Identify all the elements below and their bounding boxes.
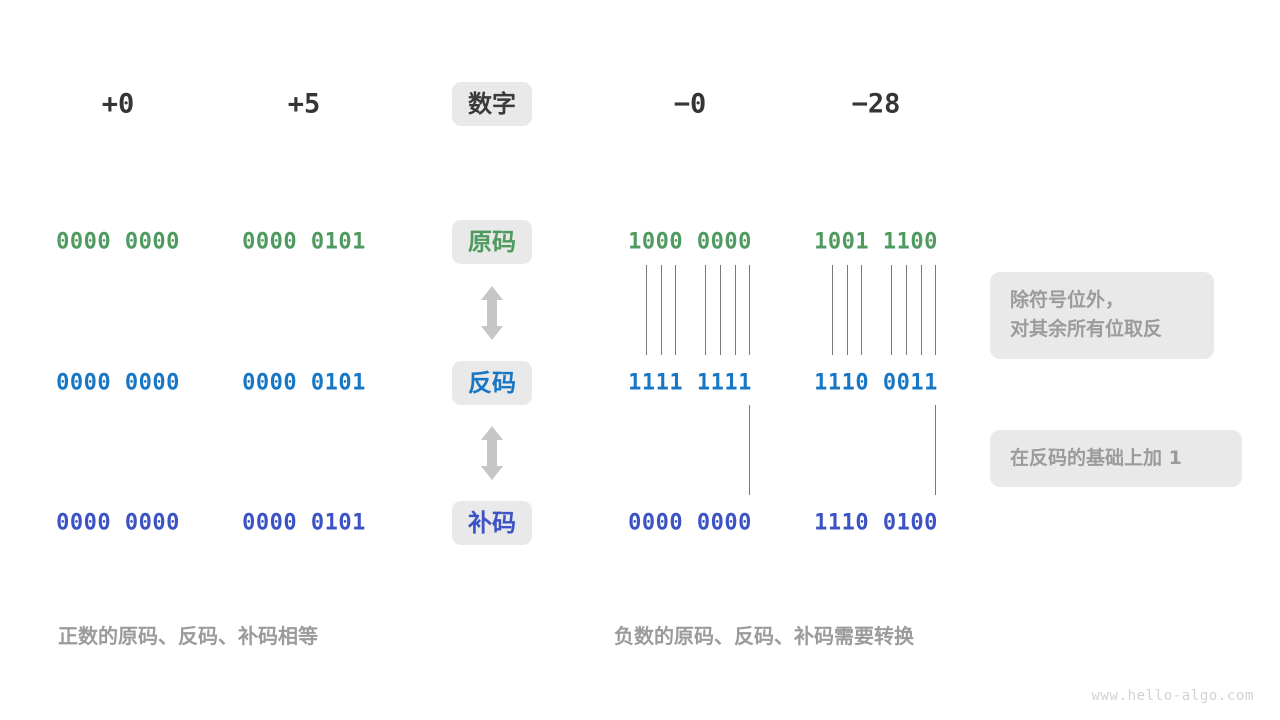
connector-line-invert-minus28-6: [935, 265, 936, 355]
row-badge-twos-complement: 补码: [452, 501, 532, 545]
connector-line-invert-minus28-1: [847, 265, 848, 355]
caption-positive: 正数的原码、反码、补码相等: [58, 624, 318, 648]
twos-complement-plus0: 0000 0000: [56, 510, 180, 536]
connector-line-invert-minus0-3: [705, 265, 706, 355]
connector-line-invert-minus0-4: [720, 265, 721, 355]
header-value-minus0: −0: [673, 88, 707, 120]
header-value-plus5: +5: [287, 88, 321, 120]
connector-line-invert-minus28-0: [832, 265, 833, 355]
connector-line-invert-minus0-6: [749, 265, 750, 355]
note-invert-bits: 除符号位外， 对其余所有位取反: [990, 272, 1214, 359]
connector-line-invert-minus0-5: [735, 265, 736, 355]
twos-complement-minus28: 1110 0100: [814, 510, 938, 536]
header-badge-number: 数字: [452, 82, 532, 126]
ones-complement-minus0: 1111 1111: [628, 370, 752, 396]
twos-complement-plus5: 0000 0101: [242, 510, 366, 536]
connector-line-invert-minus28-3: [891, 265, 892, 355]
connector-line-invert-minus0-0: [646, 265, 647, 355]
caption-negative: 负数的原码、反码、补码需要转换: [614, 624, 914, 648]
true-form-plus0: 0000 0000: [56, 229, 180, 255]
connector-line-invert-minus0-2: [675, 265, 676, 355]
true-form-minus28: 1001 1100: [814, 229, 938, 255]
ones-complement-minus28: 1110 0011: [814, 370, 938, 396]
row-badge-true-form: 原码: [452, 220, 532, 264]
connector-line-carry-minus0-0: [749, 405, 750, 495]
connector-line-invert-minus28-5: [921, 265, 922, 355]
row-badge-ones-complement: 反码: [452, 361, 532, 405]
note-add-one: 在反码的基础上加 1: [990, 430, 1242, 488]
double-arrow-icon-true-to-ones: [479, 286, 505, 340]
header-value-plus0: +0: [101, 88, 135, 120]
true-form-minus0: 1000 0000: [628, 229, 752, 255]
connector-line-invert-minus0-1: [661, 265, 662, 355]
watermark: www.hello-algo.com: [1091, 688, 1254, 704]
header-value-minus28: −28: [851, 88, 901, 120]
twos-complement-minus0: 0000 0000: [628, 510, 752, 536]
connector-line-invert-minus28-4: [906, 265, 907, 355]
double-arrow-icon-ones-to-twos: [479, 426, 505, 480]
ones-complement-plus5: 0000 0101: [242, 370, 366, 396]
connector-line-carry-minus28-0: [935, 405, 936, 495]
ones-complement-plus0: 0000 0000: [56, 370, 180, 396]
connector-line-invert-minus28-2: [861, 265, 862, 355]
true-form-plus5: 0000 0101: [242, 229, 366, 255]
